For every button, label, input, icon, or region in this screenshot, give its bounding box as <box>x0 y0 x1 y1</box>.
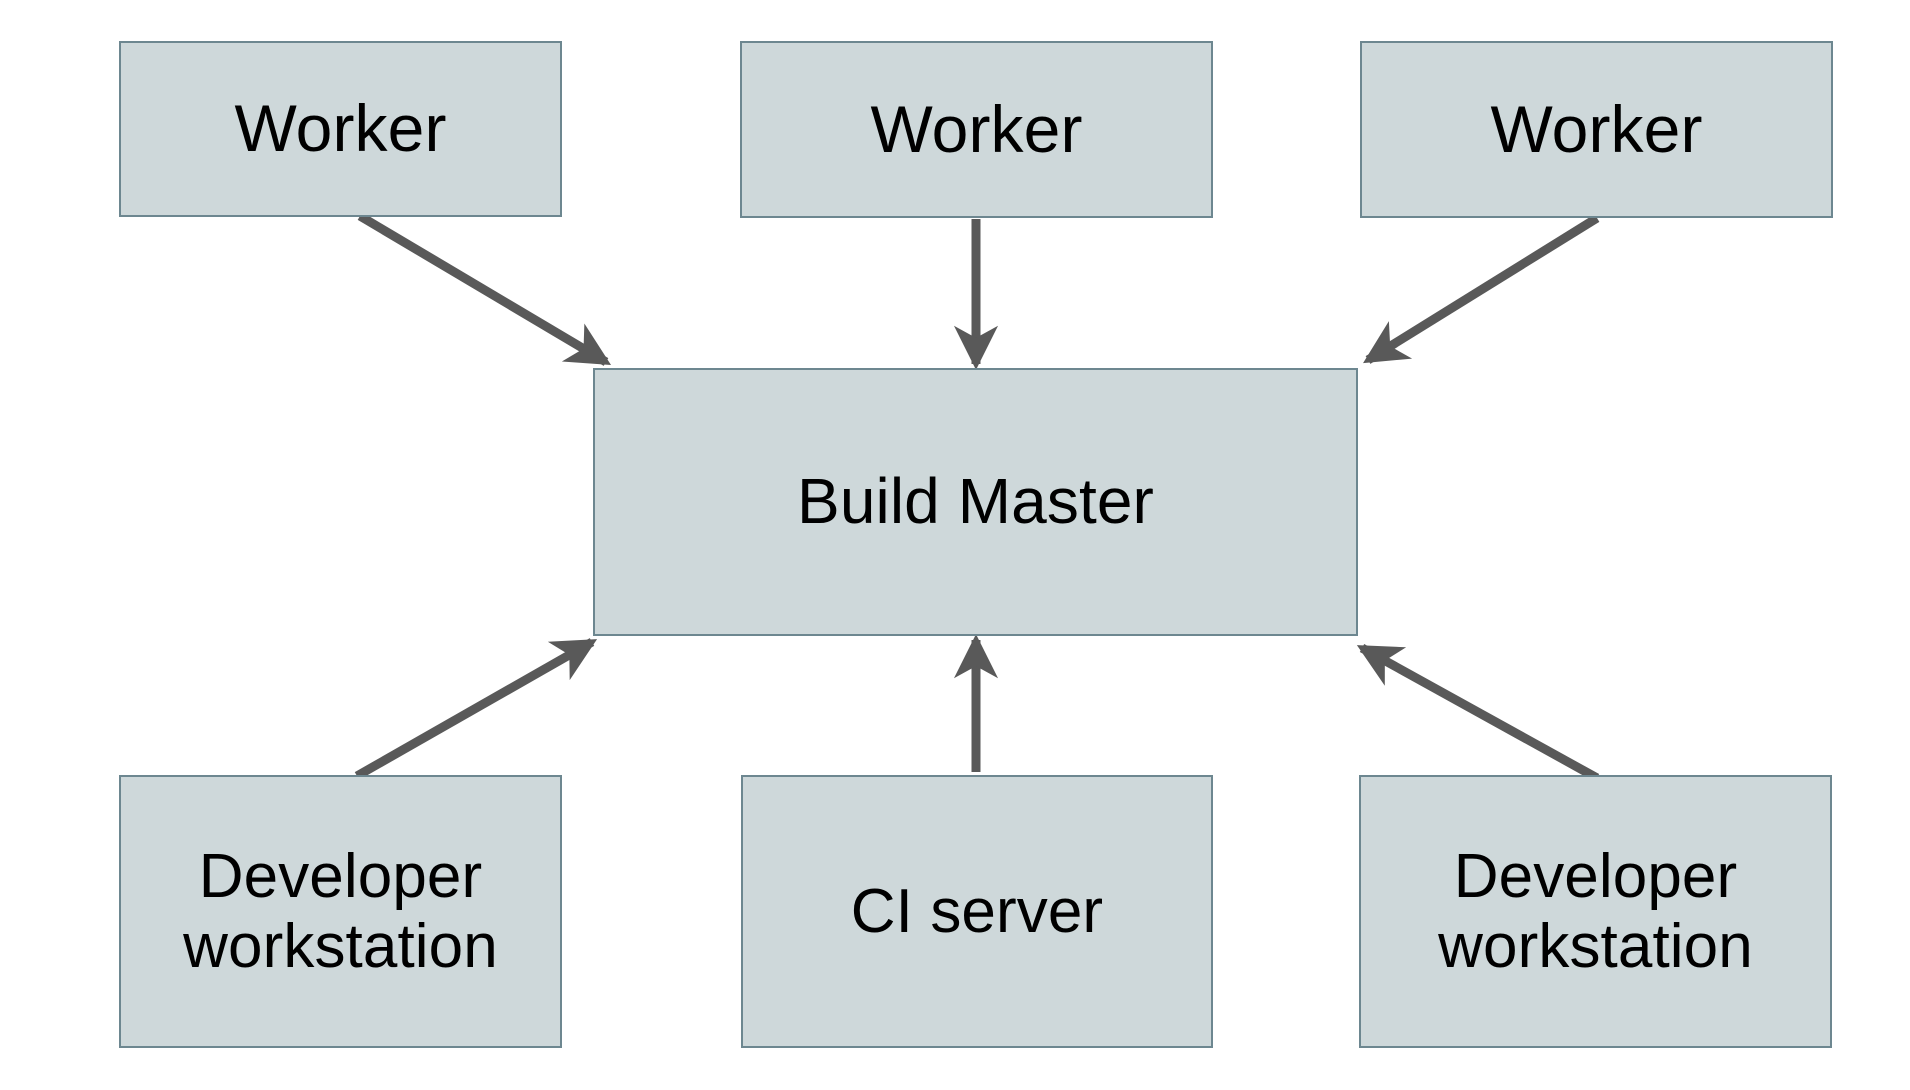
node-label-developer-workstation-right: Developer workstation <box>1438 842 1753 981</box>
node-ci-server[interactable]: CI server <box>741 775 1213 1048</box>
node-worker-left[interactable]: Worker <box>119 41 562 217</box>
node-label-build-master: Build Master <box>797 465 1154 538</box>
node-label-worker-left: Worker <box>234 91 447 166</box>
node-build-master[interactable]: Build Master <box>593 368 1358 636</box>
node-label-ci-server: CI server <box>850 876 1104 946</box>
edge-worker-left-to-build-master <box>357 212 612 366</box>
node-worker-center[interactable]: Worker <box>740 41 1213 218</box>
node-label-worker-right: Worker <box>1490 91 1703 166</box>
node-developer-workstation-right[interactable]: Developer workstation <box>1359 775 1832 1048</box>
node-worker-right[interactable]: Worker <box>1360 41 1833 218</box>
edge-developer-workstation-right-to-build-master <box>1356 644 1600 782</box>
edge-worker-right-to-build-master <box>1363 214 1600 364</box>
edge-developer-workstation-left-to-build-master <box>354 638 598 780</box>
node-developer-workstation-left[interactable]: Developer workstation <box>119 775 562 1048</box>
node-label-developer-workstation-left: Developer workstation <box>183 842 498 981</box>
node-label-worker-center: Worker <box>870 91 1083 166</box>
